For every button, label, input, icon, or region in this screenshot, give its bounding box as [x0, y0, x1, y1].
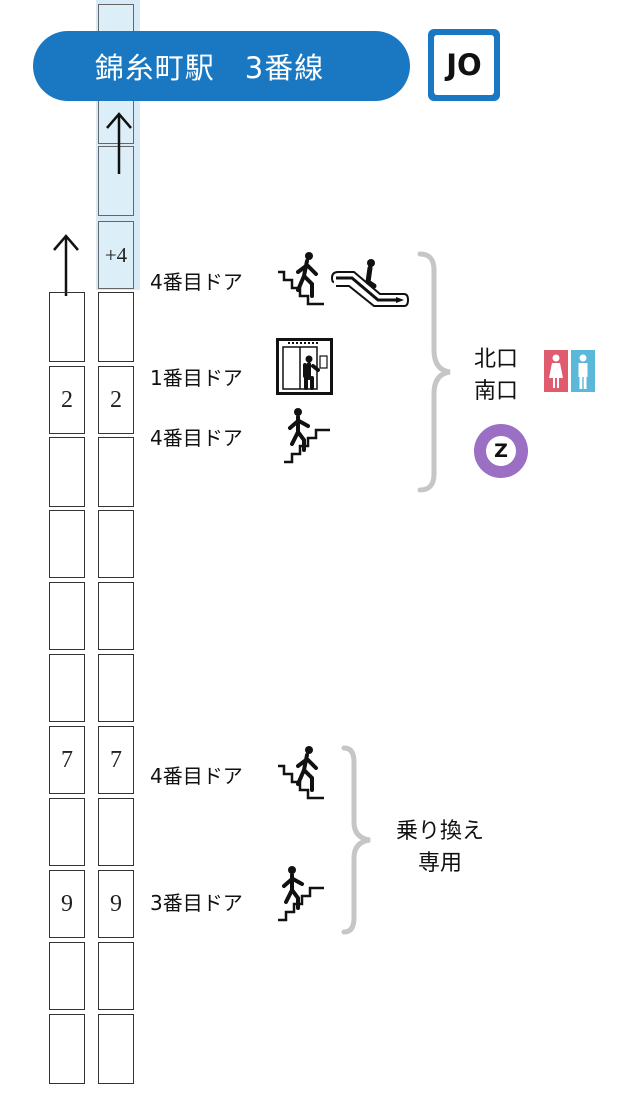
brace-icon	[341, 745, 371, 935]
train-car	[49, 1014, 85, 1084]
toilet-male-icon	[571, 350, 595, 392]
train-car: +4	[98, 221, 134, 289]
escalator-icon	[330, 259, 410, 307]
train-car	[49, 437, 85, 507]
train-car: 9	[98, 870, 134, 938]
train-car	[98, 582, 134, 650]
door-label: 4番目ドア	[150, 764, 243, 788]
stairs-up-icon	[284, 408, 330, 464]
stairs-up-icon	[278, 746, 324, 800]
brace-icon	[417, 251, 451, 493]
subway-z-letter: Z	[486, 436, 516, 466]
arrow-up-icon	[106, 112, 132, 174]
train-car	[98, 510, 134, 578]
train-car	[98, 798, 134, 866]
train-car: 2	[98, 366, 134, 434]
exit-north: 北口	[473, 347, 518, 372]
door-label: 3番目ドア	[150, 891, 243, 915]
station-line-title: 錦糸町駅 3番線	[33, 31, 410, 101]
train-car	[49, 292, 85, 362]
train-car	[49, 942, 85, 1010]
transfer-only-label: 乗り換え	[395, 819, 484, 844]
toilet-female-icon	[544, 350, 568, 392]
subway-z-badge: Z	[474, 424, 528, 478]
train-car	[98, 437, 134, 507]
train-car	[49, 798, 85, 866]
exit-south: 南口	[473, 379, 518, 404]
train-car: 7	[49, 726, 85, 794]
train-car	[98, 942, 134, 1010]
stairs-up-icon	[278, 252, 324, 306]
train-car	[98, 654, 134, 722]
door-label: 4番目ドア	[150, 426, 243, 450]
train-car: 9	[49, 870, 85, 938]
line-code: JO	[434, 35, 494, 95]
train-car	[49, 654, 85, 722]
door-label: 1番目ドア	[150, 366, 243, 390]
line-code-badge: JO	[428, 29, 500, 101]
train-car: 7	[98, 726, 134, 794]
train-car	[49, 510, 85, 578]
train-car	[49, 582, 85, 650]
train-car	[98, 1014, 134, 1084]
door-label: 4番目ドア	[150, 270, 243, 294]
train-car	[98, 146, 134, 216]
train-car	[98, 292, 134, 362]
elevator-icon	[276, 338, 333, 395]
arrow-up-icon	[53, 234, 79, 296]
train-car: 2	[49, 366, 85, 434]
stairs-up-icon	[278, 866, 324, 922]
transfer-only-label: 専用	[417, 851, 462, 876]
